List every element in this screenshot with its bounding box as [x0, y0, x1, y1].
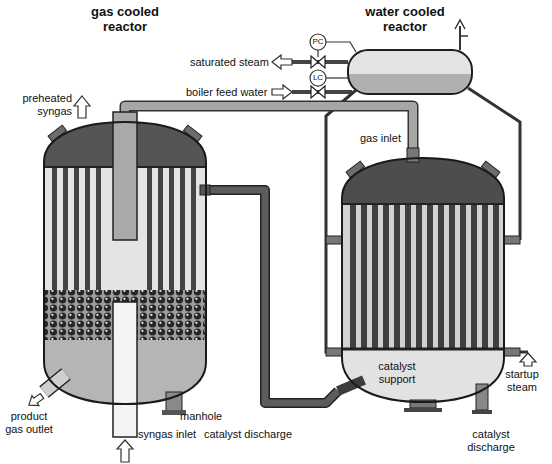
tube	[493, 204, 499, 348]
signal-line	[317, 50, 318, 57]
pipe-connector	[210, 190, 338, 403]
gas-plenum	[338, 148, 508, 204]
callout-label: catalyst discharge	[462, 428, 520, 454]
tube	[180, 167, 185, 297]
pipe-wall	[210, 190, 338, 403]
vessel-interior	[338, 148, 508, 420]
flange	[404, 408, 442, 412]
drum-water	[348, 74, 472, 94]
drum-water-level	[348, 74, 472, 94]
gas-inlet-nozzle	[407, 148, 419, 162]
tube	[361, 204, 367, 348]
central-pipe	[113, 112, 137, 240]
tube	[482, 204, 488, 348]
pipe-bore	[210, 190, 338, 403]
water-cooled-vessel	[338, 148, 508, 413]
catalyst-support-grid	[338, 348, 508, 351]
tube	[449, 204, 455, 348]
vessel-heading: gas cooled reactor	[79, 4, 171, 34]
startup-pipe	[520, 351, 528, 354]
callout-label: startup steam	[496, 368, 548, 394]
valve-symbol	[318, 86, 325, 98]
flow-arrow	[520, 353, 536, 366]
vessel-outline	[44, 122, 206, 404]
vent-branch	[460, 35, 468, 37]
tube	[405, 204, 411, 348]
tube	[350, 204, 356, 348]
tube	[169, 167, 174, 297]
tube	[52, 167, 57, 297]
callout-label: syngas inlet	[138, 428, 202, 441]
tube	[158, 167, 163, 297]
flow-arrow	[117, 440, 133, 462]
callout-label: boiler feed water	[186, 86, 272, 99]
tube	[96, 167, 101, 297]
valve-symbol	[311, 56, 318, 68]
callout-label: gas inlet	[360, 132, 406, 145]
steam-drum-outline	[348, 50, 472, 94]
callout-label: preheated syngas	[6, 92, 72, 118]
reactor-vessel: water cooled reactor	[338, 148, 508, 413]
tube	[416, 204, 422, 348]
gas-cooled-vessel	[40, 112, 210, 412]
callout-label: manhole	[180, 410, 230, 423]
tube-sheet	[338, 203, 508, 205]
header-stub	[504, 348, 520, 356]
tube	[85, 167, 90, 297]
tube	[383, 204, 389, 348]
header-stub	[326, 236, 342, 244]
instrument-tag: PC	[308, 37, 328, 47]
callout-label: product gas outlet	[2, 410, 56, 436]
tube	[63, 167, 68, 297]
flow-arrow	[74, 96, 90, 118]
flow-arrow-group	[25, 391, 45, 410]
reactor-vessel: gas cooled reactor	[40, 112, 210, 412]
instrument-tag: LC	[308, 73, 328, 83]
tube	[191, 167, 196, 297]
tube	[427, 204, 433, 348]
inlet-pipe	[113, 302, 137, 437]
vessel-outline	[342, 158, 504, 402]
vent-arrow	[455, 20, 465, 29]
flow-arrow	[25, 391, 45, 410]
callout-label: catalyst support	[372, 360, 422, 386]
tube	[471, 204, 477, 348]
valve-symbol	[311, 86, 318, 98]
tube	[147, 167, 152, 297]
valve-symbol	[318, 56, 325, 68]
bottom-head	[338, 350, 508, 420]
signal-line	[326, 77, 348, 78]
header-stub	[504, 236, 520, 244]
callout-label: saturated steam	[190, 56, 272, 69]
tube	[74, 167, 79, 297]
tube	[438, 204, 444, 348]
tube	[372, 204, 378, 348]
header-stub	[326, 348, 342, 356]
flow-arrow	[272, 55, 292, 69]
signal-line	[326, 42, 356, 52]
vessel-heading: water cooled reactor	[355, 4, 455, 34]
flow-arrow	[272, 85, 292, 99]
tube	[394, 204, 400, 348]
callout-label: catalyst discharge	[204, 428, 300, 441]
tube	[460, 204, 466, 348]
vent-pipe	[459, 26, 461, 50]
flange	[472, 410, 492, 414]
